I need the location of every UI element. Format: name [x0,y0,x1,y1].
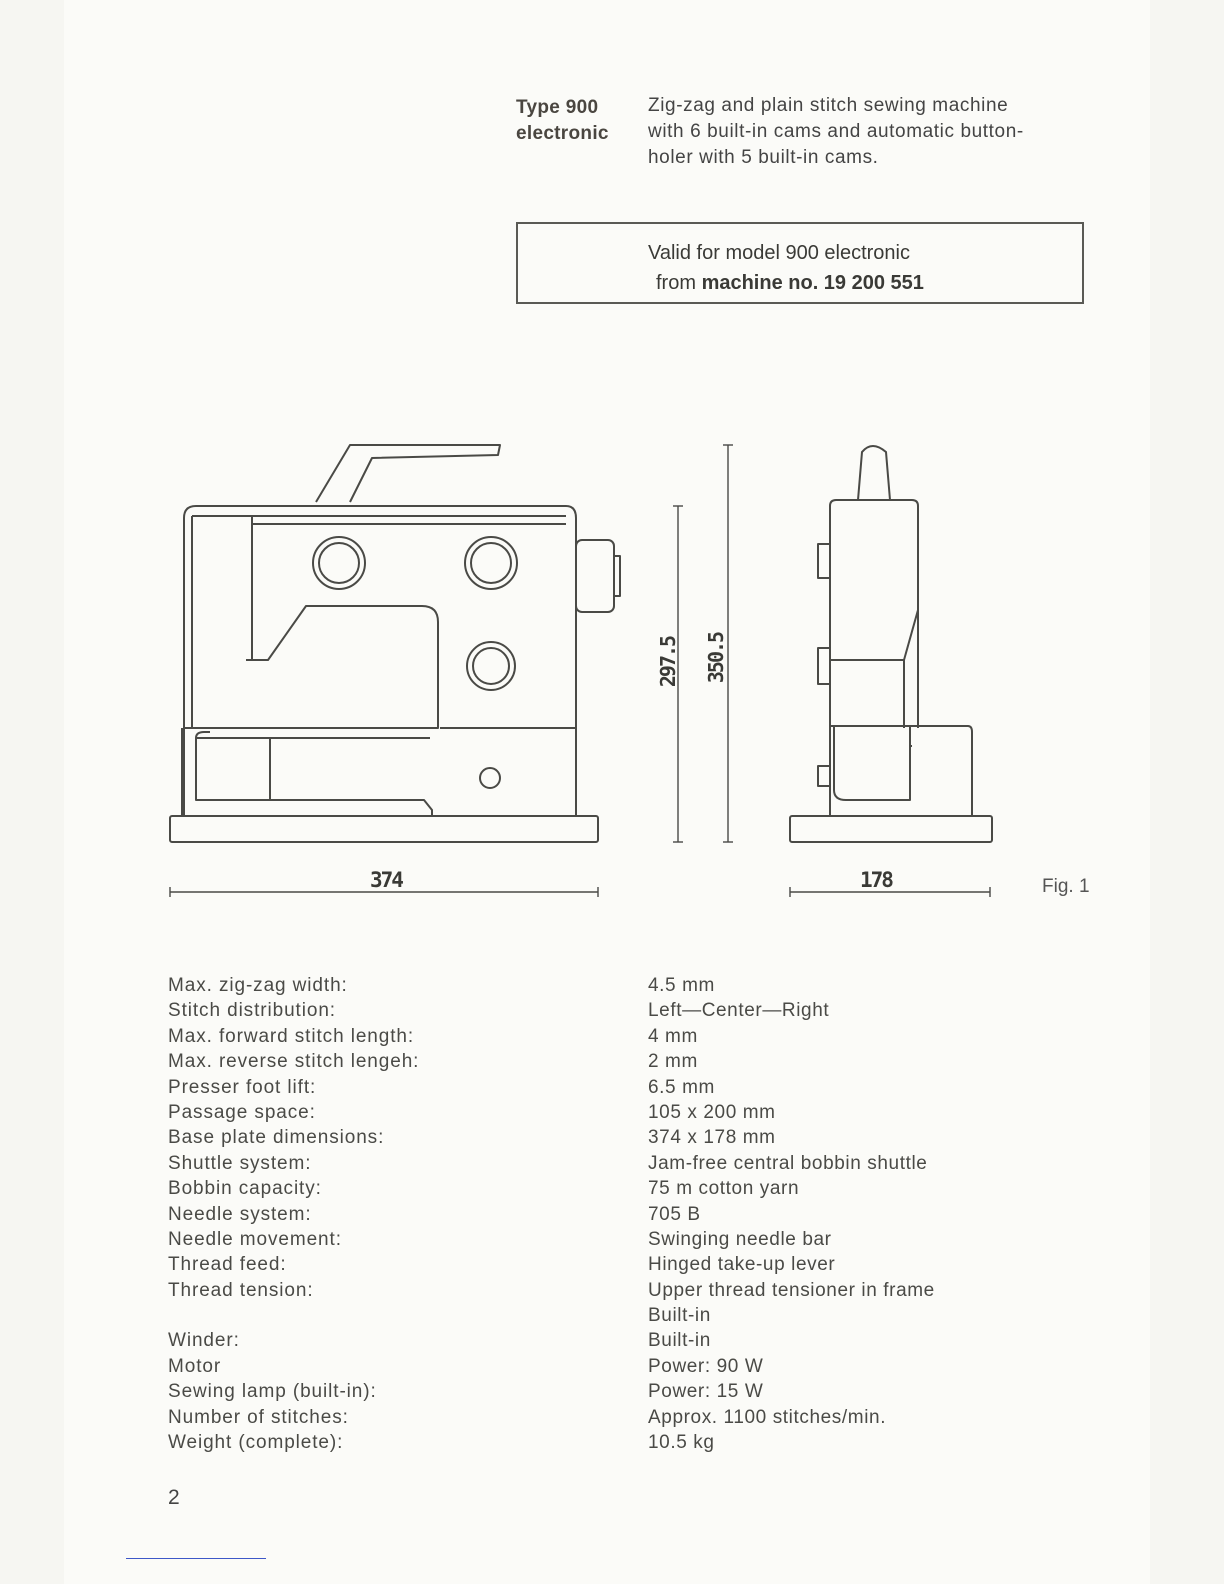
model-type-line2: electronic [516,123,609,144]
spec-label: Number of stitches: [168,1406,349,1428]
validity-prefix: from [656,272,702,294]
dimension-label-side-width: 178 [860,868,894,892]
spec-value: 705 B [648,1203,701,1225]
spec-value: 105 x 200 mm [648,1101,776,1123]
spec-label: Needle system: [168,1203,312,1225]
spec-value: Built-in [648,1330,711,1352]
validity-line2: from machine no. 19 200 551 [656,272,924,295]
spec-value: 4.5 mm [648,975,715,996]
model-type-label: Type 900 electronic [516,95,609,147]
spec-value: Approx. 1100 stitches/min. [648,1406,887,1428]
spec-label: Motor [168,1355,222,1377]
spec-label: Base plate dimensions: [168,1127,385,1149]
spec-label: Presser foot lift: [168,1076,317,1098]
spec-label: Max. forward stitch length: [168,1025,415,1047]
spec-label: Thread feed: [168,1254,287,1276]
machine-number: machine no. 19 200 551 [701,272,924,294]
dimension-label-front-width: 374 [370,868,404,892]
spec-label: Max. reverse stitch lengeh: [168,1051,420,1073]
validity-box [516,222,1084,304]
spec-labels-column: Max. zig-zag width: Stitch distribution:… [168,973,419,1455]
spec-label: Bobbin capacity: [168,1178,322,1200]
spec-value: Power: 90 W [648,1355,764,1377]
spec-value: 10.5 kg [648,1432,715,1454]
spec-label: Stitch distribution: [168,1000,336,1022]
description-line: holer with 5 built-in cams. [648,147,879,168]
validity-line1: Valid for model 900 electronic [648,242,910,264]
model-description: Zig-zag and plain stitch sewing machine … [648,93,1108,171]
model-type-line1: Type 900 [516,97,599,118]
spec-label: Winder: [168,1330,240,1352]
spec-label: Needle movement: [168,1228,342,1250]
spec-value: 2 mm [648,1051,698,1073]
description-line: Zig-zag and plain stitch sewing machine [648,95,1009,116]
spec-value: 374 x 178 mm [648,1127,776,1149]
spec-value: 6.5 mm [648,1076,715,1098]
spec-values-column: 4.5 mm Left—Center—Right 4 mm 2 mm 6.5 m… [648,973,935,1455]
dimension-label-arm-height: 297.5 [656,636,680,688]
spec-label [168,1303,419,1328]
figure-caption: Fig. 1 [1042,876,1090,897]
spec-label: Thread tension: [168,1279,314,1301]
spec-value: Swinging needle bar [648,1228,832,1250]
spec-value: Power: 15 W [648,1381,764,1403]
spec-value: Built-in [648,1305,711,1327]
description-line: with 6 built-in cams and automatic butto… [648,121,1024,142]
spec-value: Upper thread tensioner in frame [648,1279,935,1301]
dimension-label-total-height: 350.5 [704,632,728,684]
spec-label: Sewing lamp (built-in): [168,1381,377,1403]
spec-value: 75 m cotton yarn [648,1178,800,1200]
spec-label: Passage space: [168,1101,316,1123]
footer-link-underline [126,1558,266,1559]
spec-label: Max. zig-zag width: [168,975,348,996]
spec-value: 4 mm [648,1025,698,1047]
spec-value: Hinged take-up lever [648,1254,836,1276]
page-number: 2 [168,1486,180,1509]
spec-value: Jam-free central bobbin shuttle [648,1152,928,1174]
spec-value: Left—Center—Right [648,1000,830,1022]
spec-label: Shuttle system: [168,1152,312,1174]
spec-label: Weight (complete): [168,1432,344,1454]
